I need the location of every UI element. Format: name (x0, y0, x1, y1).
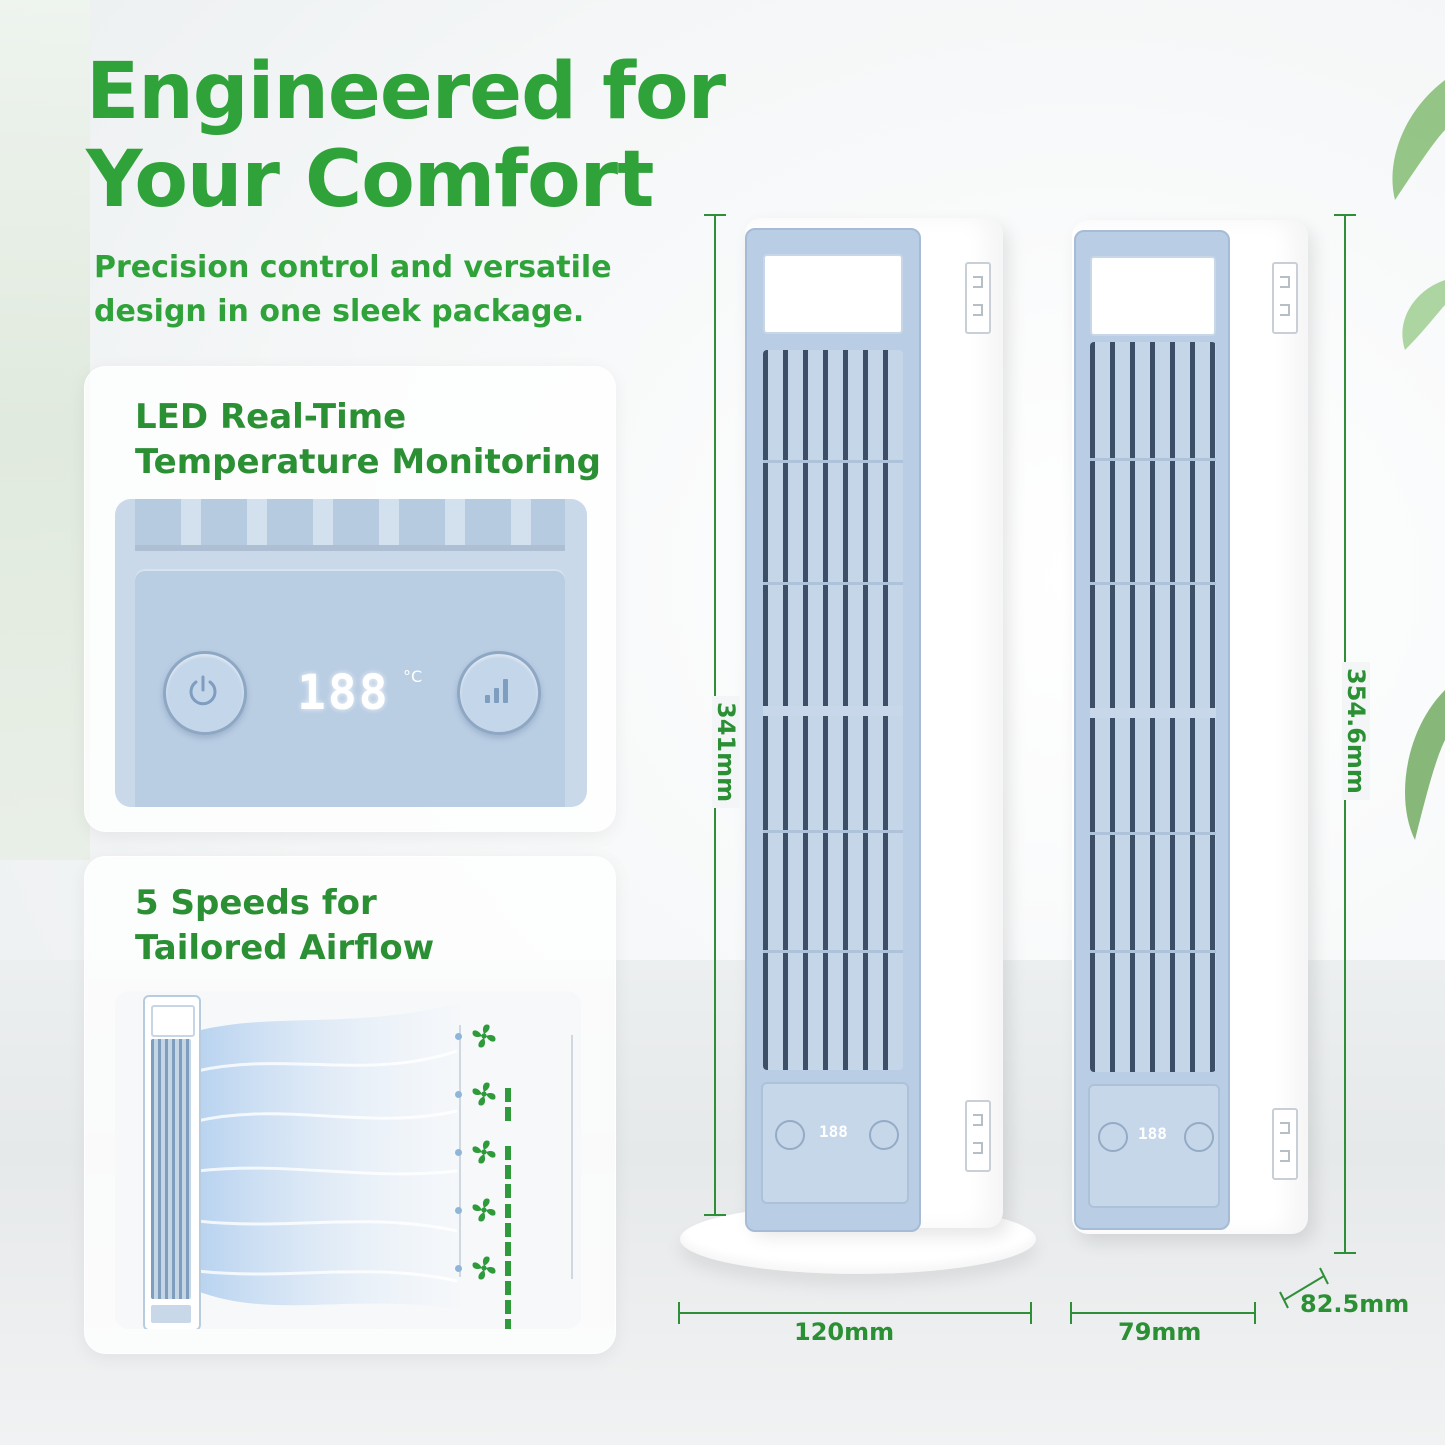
speed-bar (505, 1165, 511, 1179)
speed-bars (505, 1261, 513, 1329)
side-clip (1272, 262, 1298, 334)
card-title: LED Real-Time Temperature Monitoring (135, 395, 601, 485)
tower-power-button[interactable] (775, 1120, 805, 1150)
tower-control-panel: 188 (761, 1082, 909, 1204)
fan-icon (472, 1198, 496, 1222)
temperature-display: 188 (297, 665, 390, 721)
dimension-line-width-base (678, 1312, 1032, 1314)
power-button[interactable] (163, 651, 247, 735)
temperature-unit: °C (403, 667, 423, 686)
speed-bar (505, 1300, 511, 1314)
speed-bars (505, 1087, 513, 1125)
dimension-label-width-tower: 79mm (1118, 1318, 1202, 1346)
speed-button[interactable] (457, 651, 541, 735)
dimension-label-depth-tower: 82.5mm (1300, 1290, 1410, 1318)
tower-mini-display: 188 (819, 1122, 848, 1141)
feature-card-led-display: LED Real-Time Temperature Monitoring 188… (84, 366, 616, 832)
speed-scale-rail (571, 1035, 573, 1279)
dimension-line-width-tower (1070, 1312, 1256, 1314)
speed-bar (505, 1184, 511, 1198)
control-panel-closeup: 188 °C (115, 499, 587, 807)
speed-bar (505, 1281, 511, 1295)
speed-bar (505, 1107, 511, 1121)
headline-line-2: Your Comfort (86, 135, 654, 225)
dimension-label-height-tower: 354.6mm (1342, 662, 1370, 800)
speed-bar (505, 1262, 511, 1276)
card-title: 5 Speeds for Tailored Airflow (135, 881, 434, 971)
speed-bar (505, 1242, 511, 1256)
speed-bar (505, 1319, 511, 1329)
airflow-illustration (115, 991, 581, 1329)
speed-bar (505, 1146, 511, 1160)
background-window (0, 0, 90, 860)
tower-fan: 188 (1072, 220, 1308, 1234)
headline-line-1: Engineered for (86, 47, 726, 137)
dimension-line-depth-tower (1279, 1267, 1329, 1309)
tower-fan-standing: 188 (745, 218, 1003, 1232)
panel-face: 188 °C (135, 569, 565, 807)
fan-icon (472, 1082, 496, 1106)
dimension-label-width-base: 120mm (794, 1318, 895, 1346)
tower-speed-button[interactable] (869, 1120, 899, 1150)
speed-bars (505, 1145, 513, 1202)
side-clip (1272, 1108, 1298, 1180)
speed-bar (505, 1204, 511, 1218)
dimension-label-height-standing: 341mm (712, 696, 740, 809)
speed-bar (505, 1223, 511, 1237)
card-title-line-1: 5 Speeds for (135, 883, 377, 923)
signal-icon (485, 679, 508, 703)
tower-power-button[interactable] (1098, 1122, 1128, 1152)
speed-bar (505, 1088, 511, 1102)
tower-top-window (1090, 256, 1216, 336)
tower-speed-button[interactable] (1184, 1122, 1214, 1152)
fan-icon (472, 1024, 496, 1048)
tower-front-panel: 188 (745, 228, 921, 1232)
tower-control-panel: 188 (1088, 1084, 1220, 1208)
tower-mini-display: 188 (1138, 1124, 1167, 1143)
side-clip (965, 1100, 991, 1172)
fan-icon (472, 1140, 496, 1164)
card-title-line-2: Tailored Airflow (135, 928, 435, 968)
headline: Engineered for Your Comfort (86, 47, 726, 225)
card-title-line-2: Temperature Monitoring (135, 442, 602, 482)
card-title-line-1: LED Real-Time (135, 397, 407, 437)
tower-front-panel: 188 (1074, 230, 1230, 1230)
tower-grille (763, 350, 903, 1070)
subheadline: Precision control and versatile design i… (94, 246, 614, 334)
subheadline-line-1: Precision control and versatile (94, 250, 612, 285)
airflow-waves (197, 1001, 467, 1311)
power-icon (189, 675, 217, 706)
tower-grille (1090, 342, 1216, 1072)
fan-icon (472, 1256, 496, 1280)
tower-top-window (763, 254, 903, 334)
side-clip (965, 262, 991, 334)
panel-grille (135, 499, 565, 551)
subheadline-line-2: design in one sleek package. (94, 294, 585, 329)
plant-leaves (1392, 80, 1445, 840)
mini-tower-fan (143, 995, 201, 1329)
feature-card-speeds: 5 Speeds for Tailored Airflow (84, 856, 616, 1354)
